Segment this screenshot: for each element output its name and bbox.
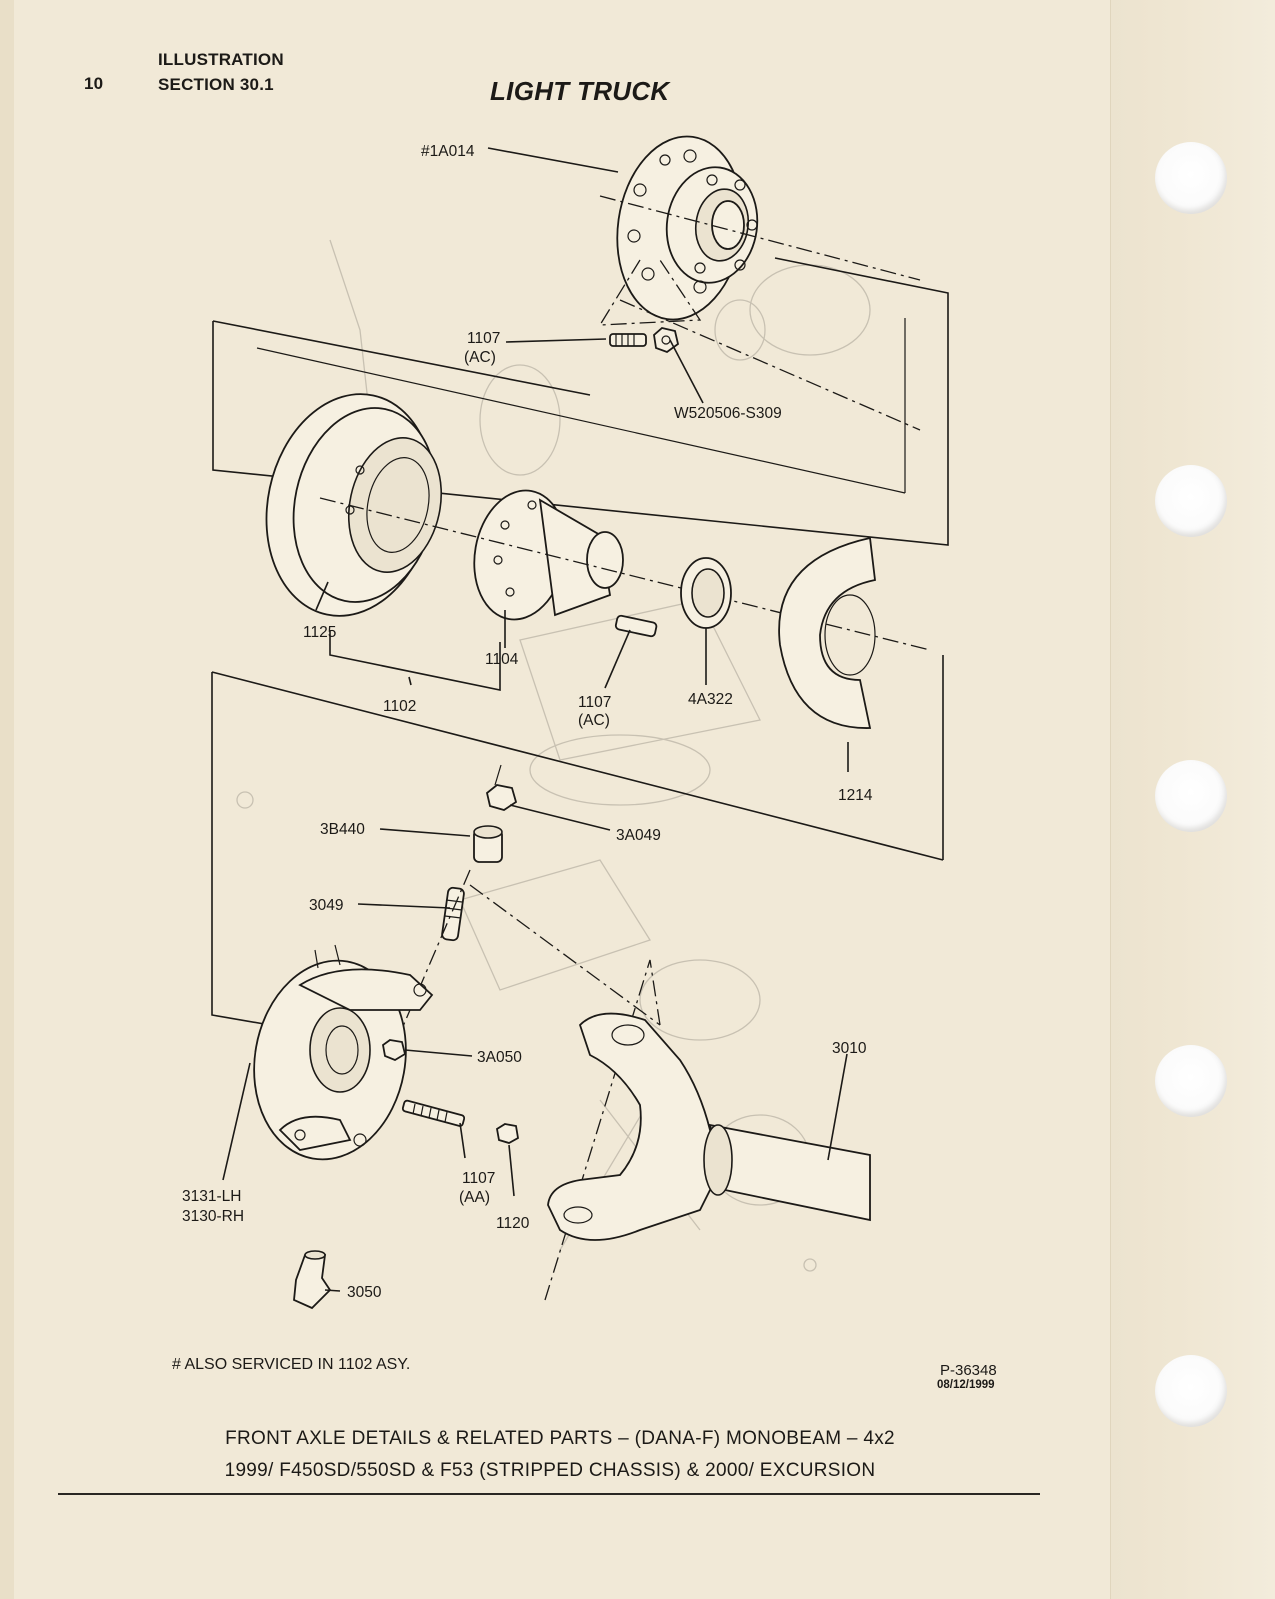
page-title: LIGHT TRUCK xyxy=(490,76,670,106)
nut-3a049 xyxy=(485,764,518,811)
footnote: # ALSO SERVICED IN 1102 ASY. xyxy=(172,1356,411,1373)
stud-pattern-dash xyxy=(598,259,702,326)
callout-3050: 3050 xyxy=(347,1284,382,1301)
frame-guide-line xyxy=(256,347,906,494)
callout-1214: 1214 xyxy=(838,787,873,804)
dust-shield-1214 xyxy=(778,536,876,729)
callout-1107-mid: 1107 xyxy=(578,694,611,711)
centerline-axle xyxy=(319,497,931,651)
callout-1a014: #1A014 xyxy=(421,143,475,160)
wheel-stud-1107-mid xyxy=(614,614,658,638)
nut-3a050 xyxy=(382,1039,407,1062)
illustration-label: ILLUSTRATION xyxy=(158,50,284,69)
assembly-frame-upper xyxy=(212,257,949,546)
callout-4a322: 4A322 xyxy=(688,691,733,708)
figure-caption-line-2: 1999/ F450SD/550SD & F53 (STRIPPED CHASS… xyxy=(224,1460,876,1481)
assembly-frame-upper-top xyxy=(212,320,591,396)
kingpin-3049 xyxy=(441,886,465,942)
callout-3010: 3010 xyxy=(832,1040,867,1057)
wheel-hub-flange-1a014 xyxy=(616,135,759,321)
punch-hole-1 xyxy=(1155,142,1227,214)
page-left-edge xyxy=(0,0,14,1599)
hub-assembly-1104 xyxy=(473,489,624,621)
figure-caption-line-1: FRONT AXLE DETAILS & RELATED PARTS – (DA… xyxy=(225,1428,895,1449)
page-number: 10 xyxy=(84,74,104,93)
callout-1125: 1125 xyxy=(303,624,336,641)
axle-beam-3010 xyxy=(547,1012,871,1241)
punch-hole-4 xyxy=(1155,1045,1227,1117)
steering-knuckle-3131-3130 xyxy=(253,944,434,1161)
callout-3a049: 3A049 xyxy=(616,827,661,844)
callout-3b440: 3B440 xyxy=(320,821,365,838)
callout-1104: 1104 xyxy=(485,651,519,668)
callout-1107-top-sub: (AC) xyxy=(464,349,496,366)
callout-leaders xyxy=(222,147,849,1292)
centerline-a xyxy=(599,195,921,281)
callout-3a050: 3A050 xyxy=(477,1049,522,1066)
punch-hole-3 xyxy=(1155,760,1227,832)
callout-1107-low-sub: (AA) xyxy=(459,1189,490,1206)
callout-w520506: W520506-S309 xyxy=(674,405,782,422)
nut-1120 xyxy=(496,1123,519,1144)
section-label: SECTION 30.1 xyxy=(158,75,274,94)
footer-rule xyxy=(58,1493,1040,1495)
centerline-b xyxy=(619,299,921,431)
hub-stud-holes xyxy=(627,149,758,294)
callout-1107-low: 1107 xyxy=(462,1170,495,1187)
callout-1107-mid-sub: (AC) xyxy=(578,712,610,729)
callout-3049: 3049 xyxy=(309,897,343,914)
oil-seal-4a322 xyxy=(680,557,732,629)
centerline-kingpin xyxy=(379,869,471,1081)
ball-joint-3050 xyxy=(293,1250,332,1310)
wheel-stud-1107-top xyxy=(609,333,647,347)
figure-id: P-36348 xyxy=(940,1362,997,1379)
stud-1107-aa xyxy=(401,1099,466,1127)
punch-hole-2 xyxy=(1155,465,1227,537)
callout-3130-rh: 3130-RH xyxy=(182,1208,244,1225)
figure-date: 08/12/1999 xyxy=(937,1379,995,1391)
centerline-knuckle xyxy=(469,884,661,1026)
callout-3131-lh: 3131-LH xyxy=(182,1188,241,1205)
callout-1102: 1102 xyxy=(383,698,416,715)
callout-1120: 1120 xyxy=(496,1215,530,1232)
punch-hole-5 xyxy=(1155,1355,1227,1427)
assembly-frame-lower xyxy=(211,671,944,1026)
bushing-3b440 xyxy=(473,825,503,863)
callout-1107-top: 1107 xyxy=(467,330,500,347)
